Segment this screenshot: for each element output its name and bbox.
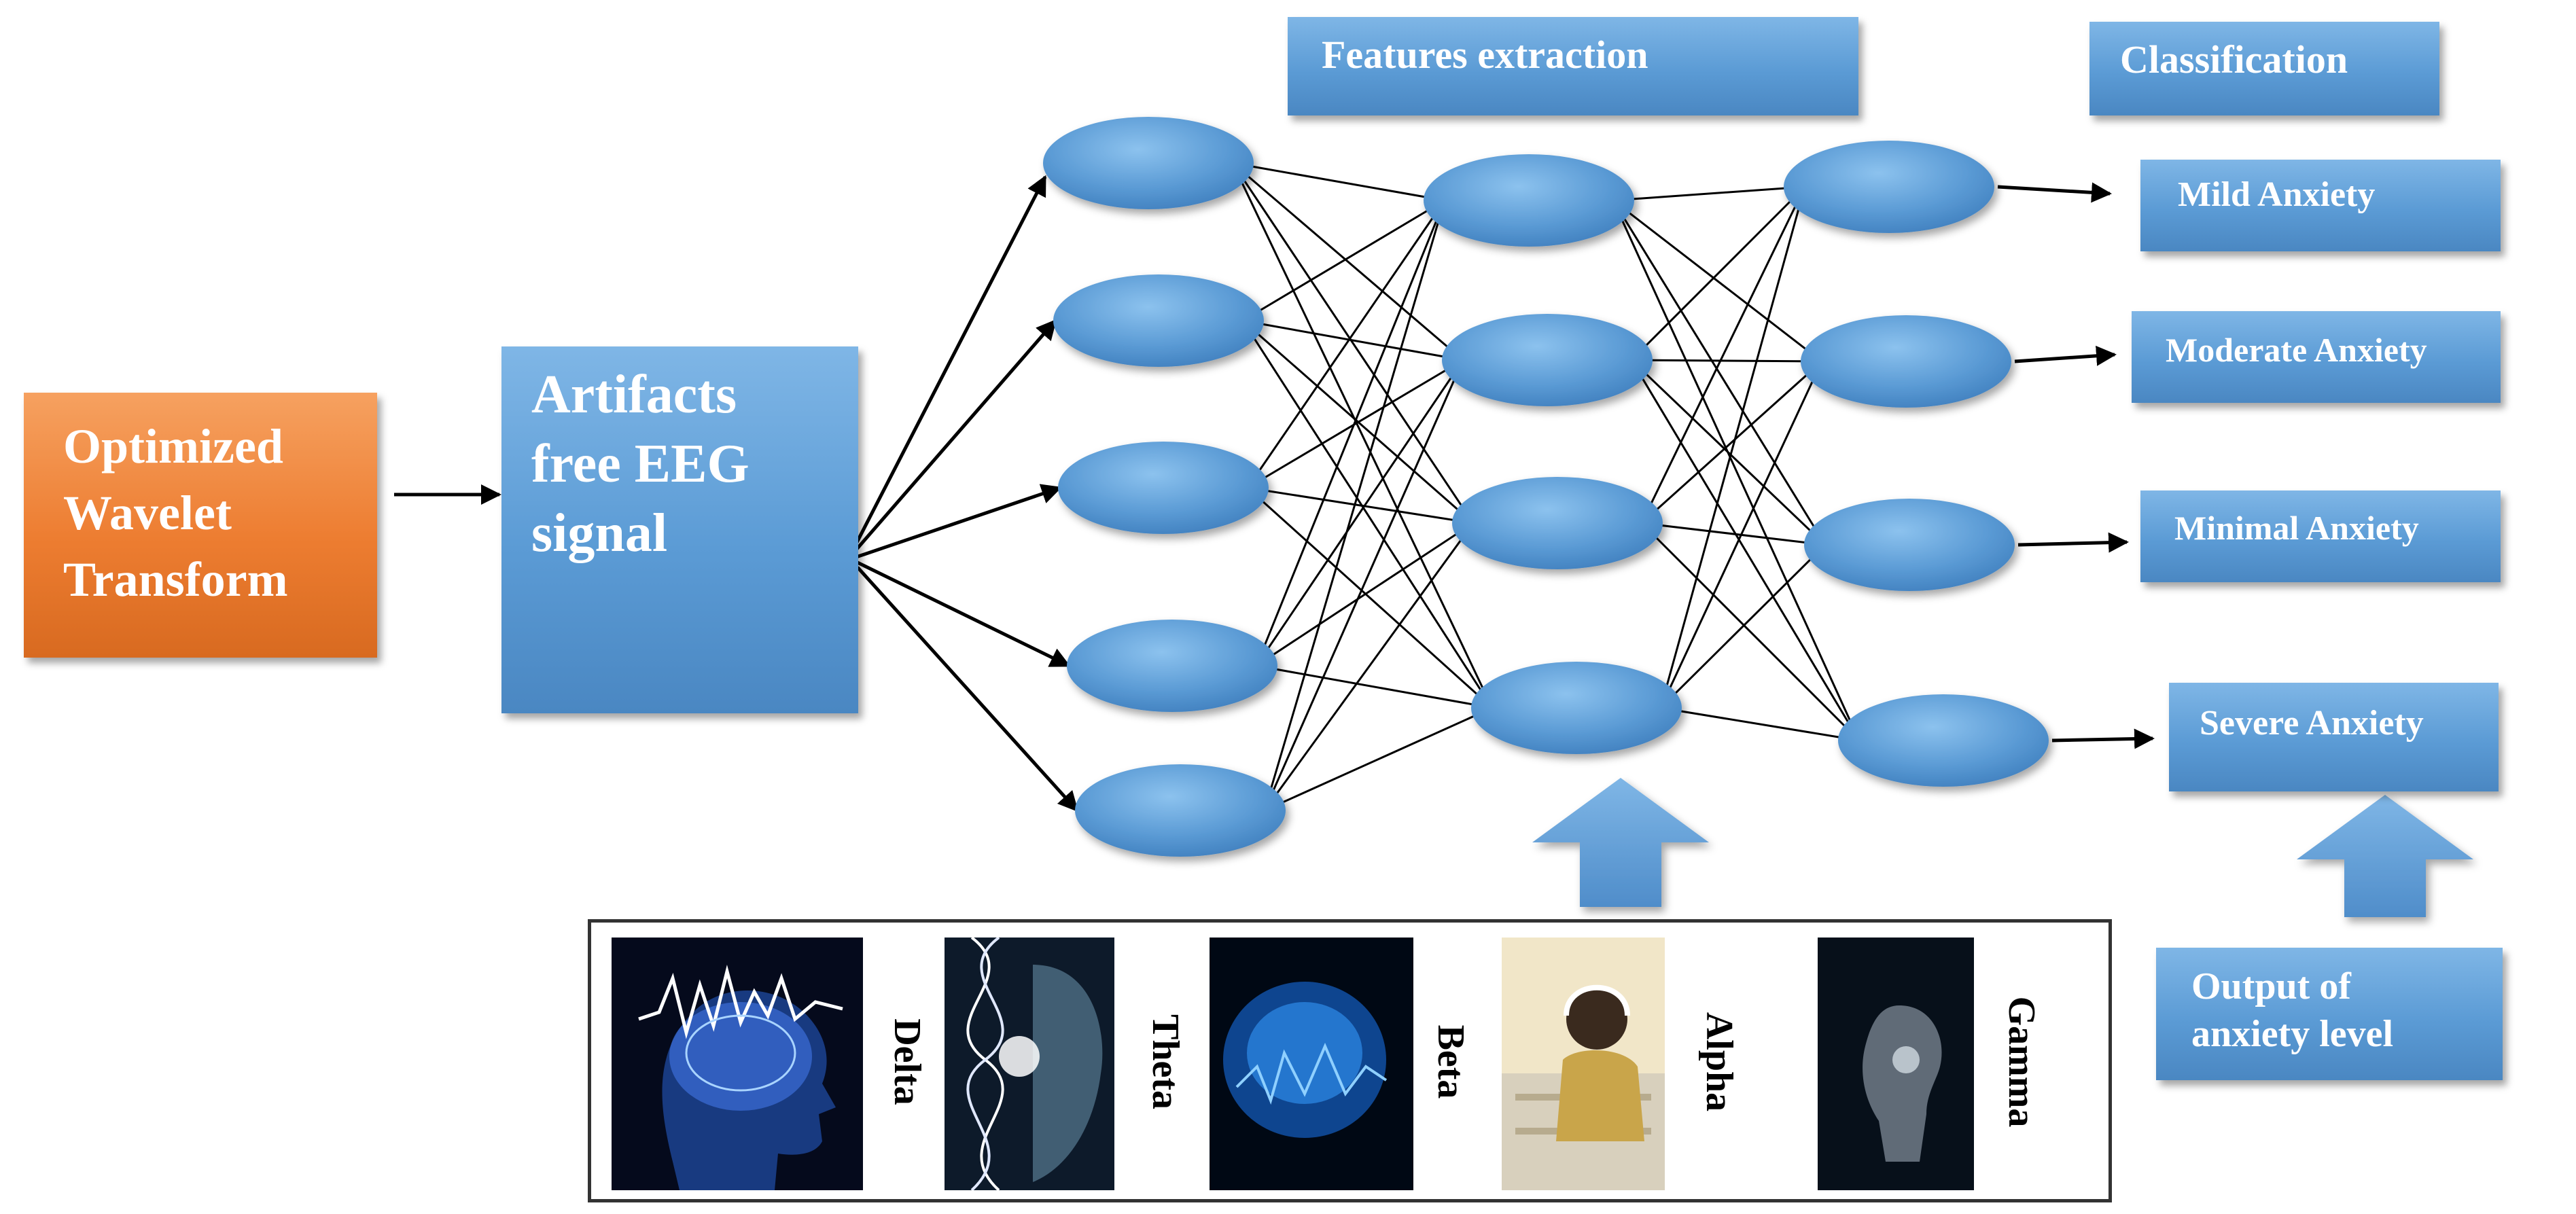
features-extraction-label: Features extraction bbox=[1322, 33, 1648, 77]
glowing-brain-head-icon bbox=[612, 938, 863, 1190]
connection-edge-l0-2-2 bbox=[1247, 486, 1474, 524]
arrow-node-to-class-1 bbox=[1997, 182, 2112, 203]
band-label-delta: Delta bbox=[886, 1018, 928, 1105]
connection-edge-l0-3-3 bbox=[1256, 664, 1493, 709]
person-with-headphones-icon bbox=[1502, 938, 1665, 1190]
connection-edge-l1-1-0 bbox=[1630, 185, 1806, 361]
mild-anxiety-box: Mild Anxiety bbox=[2140, 160, 2501, 251]
mild-anxiety-label: Mild Anxiety bbox=[2178, 175, 2376, 214]
band-label-theta: Theta bbox=[1144, 1014, 1186, 1109]
network-node-layer2-2 bbox=[1442, 314, 1653, 406]
band-label-gamma: Gamma bbox=[2000, 996, 2043, 1128]
connection-edge-l0-4-3 bbox=[1264, 707, 1493, 812]
arrow-signal-to-node-1 bbox=[851, 175, 1047, 552]
classification-header: Classification bbox=[2089, 22, 2439, 115]
connection-edge-l0-1-3 bbox=[1241, 320, 1494, 709]
connection-edge-l0-3-0 bbox=[1255, 200, 1446, 666]
arrow-signal-to-node-4 bbox=[856, 560, 1071, 668]
input-line-2: Wavelet bbox=[63, 486, 232, 540]
network-node-layer3-1 bbox=[1784, 141, 1994, 233]
connection-edge-l1-1-3 bbox=[1630, 359, 1860, 741]
network-node-layer1-2 bbox=[1053, 274, 1264, 367]
eeg-bands-strip: Delta Theta Beta bbox=[588, 919, 2112, 1202]
network-node-layer2-4 bbox=[1471, 662, 1682, 754]
network-edges bbox=[1231, 162, 1860, 812]
big-up-arrow-features bbox=[1532, 778, 1709, 907]
artifacts-free-eeg-signal-box: Artifacts free EEG signal bbox=[501, 346, 858, 713]
arrow-node-to-class-4 bbox=[2051, 728, 2155, 749]
moderate-anxiety-box: Moderate Anxiety bbox=[2132, 311, 2501, 403]
dark-silhouette-head-icon bbox=[1818, 938, 1974, 1190]
network-nodes bbox=[1043, 117, 2049, 857]
connection-edge-l1-0-1 bbox=[1612, 199, 1822, 363]
band-label-beta: Beta bbox=[1430, 1024, 1472, 1099]
band-label-alpha: Alpha bbox=[1698, 1012, 1740, 1112]
network-node-layer2-1 bbox=[1424, 154, 1634, 247]
connection-edge-l0-4-1 bbox=[1263, 359, 1464, 811]
arrow-signal-to-node-5 bbox=[856, 566, 1079, 813]
connection-edge-l1-1-1 bbox=[1631, 359, 1822, 363]
network-node-layer2-3 bbox=[1452, 477, 1663, 569]
connection-edge-l1-2-3 bbox=[1640, 522, 1860, 742]
connection-edge-l0-0-1 bbox=[1232, 162, 1464, 361]
connection-edge-l0-0-0 bbox=[1232, 162, 1445, 202]
moderate-anxiety-label: Moderate Anxiety bbox=[2166, 331, 2427, 369]
features-extraction-header: Features extraction bbox=[1288, 17, 1858, 115]
big-up-arrow-output bbox=[2297, 795, 2473, 917]
connection-edge-l1-2-0 bbox=[1640, 186, 1806, 524]
connection-edge-l0-1-0 bbox=[1242, 199, 1445, 322]
connection-edge-l1-2-1 bbox=[1640, 360, 1823, 524]
blue-brain-scan-icon bbox=[1210, 938, 1413, 1190]
connection-edge-l0-3-2 bbox=[1256, 522, 1474, 667]
connection-edge-l1-2-2 bbox=[1641, 522, 1826, 546]
big-up-arrows bbox=[1532, 778, 2473, 917]
connection-edge-l0-4-0 bbox=[1263, 200, 1446, 811]
network-node-layer1-1 bbox=[1043, 117, 1254, 209]
connection-edge-l0-2-0 bbox=[1246, 200, 1446, 488]
connection-edge-l0-2-3 bbox=[1246, 486, 1494, 709]
connection-edge-l1-0-0 bbox=[1612, 185, 1805, 202]
dna-helix-face-icon bbox=[945, 938, 1114, 1190]
connection-edge-l1-3-0 bbox=[1659, 186, 1806, 709]
signal-line-1: Artifacts bbox=[531, 365, 737, 425]
flow-arrows bbox=[394, 175, 2155, 813]
arrow-signal-to-node-3 bbox=[855, 484, 1062, 559]
network-node-layer3-2 bbox=[1801, 315, 2011, 408]
severe-anxiety-box: Severe Anxiety bbox=[2169, 683, 2499, 791]
connection-edge-l0-0-2 bbox=[1231, 162, 1475, 524]
network-node-layer1-3 bbox=[1058, 442, 1269, 534]
network-node-layer1-5 bbox=[1075, 764, 1286, 857]
signal-line-2: free EEG bbox=[531, 434, 749, 494]
connection-edge-l0-0-3 bbox=[1231, 162, 1494, 709]
arrow-node-to-class-3 bbox=[2017, 532, 2129, 553]
connection-edge-l1-1-2 bbox=[1630, 359, 1827, 546]
output-anxiety-level-box: Output of anxiety level bbox=[2156, 948, 2503, 1080]
optimized-wavelet-transform-box: Optimized Wavelet Transform bbox=[24, 393, 377, 658]
connection-edge-l1-0-2 bbox=[1612, 200, 1827, 546]
severe-anxiety-label: Severe Anxiety bbox=[2200, 704, 2424, 743]
connection-edge-l1-0-3 bbox=[1612, 200, 1860, 741]
minimal-anxiety-label: Minimal Anxiety bbox=[2174, 509, 2419, 547]
connection-edge-l1-3-2 bbox=[1659, 543, 1827, 709]
network-node-layer3-4 bbox=[1838, 694, 2049, 787]
network-node-layer1-4 bbox=[1067, 620, 1277, 712]
arrow-node-to-class-2 bbox=[2014, 345, 2117, 366]
arrow-signal-to-node-2 bbox=[851, 319, 1057, 555]
input-line-1: Optimized bbox=[63, 419, 283, 474]
connection-edge-l1-3-1 bbox=[1659, 361, 1823, 709]
connection-edge-l0-1-1 bbox=[1242, 319, 1464, 361]
signal-line-3: signal bbox=[531, 503, 668, 563]
connection-edge-l0-4-2 bbox=[1263, 522, 1475, 811]
output-line-1: Output of bbox=[2191, 965, 2351, 1007]
connection-edge-l0-3-1 bbox=[1255, 359, 1464, 666]
minimal-anxiety-box: Minimal Anxiety bbox=[2140, 490, 2501, 582]
input-line-3: Transform bbox=[63, 552, 288, 607]
connection-edge-l1-3-3 bbox=[1660, 707, 1860, 742]
network-node-layer3-3 bbox=[1804, 499, 2015, 591]
output-line-2: anxiety level bbox=[2191, 1013, 2394, 1055]
classification-label: Classification bbox=[2120, 37, 2348, 82]
